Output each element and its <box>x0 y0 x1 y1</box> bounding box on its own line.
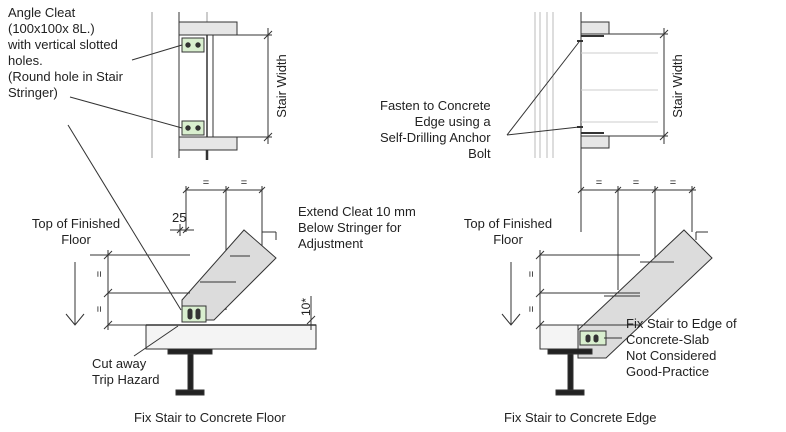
note-line: Fix Stair to Edge of <box>626 316 737 331</box>
angle-cleat-note: Angle Cleat (100x100x 8L.) with vertical… <box>8 5 123 101</box>
left-dim-10-star: 10* <box>299 298 313 316</box>
left-dim-eq-top-2: = <box>241 177 247 189</box>
right-stair-width-label: Stair Width <box>670 54 685 118</box>
note-line: Cut away <box>92 356 147 371</box>
concrete-slab-right <box>539 324 579 350</box>
note-line: Floor <box>493 232 523 247</box>
note-line: Top of Finished <box>31 216 121 231</box>
top-finished-floor-label-left: Top of Finished Floor <box>24 216 128 248</box>
left-dim-25: 25 <box>172 210 186 225</box>
extend-cleat-note: Extend Cleat 10 mm Below Stringer for Ad… <box>298 204 416 252</box>
note-line: Edge using a <box>414 114 491 129</box>
left-dim-eq-side-2: = <box>94 306 106 312</box>
left-stair-width-label: Stair Width <box>274 54 289 118</box>
angle-cleat-leaders <box>67 44 183 311</box>
note-line: Stringer) <box>8 85 58 100</box>
left-dim-eq-side-1: = <box>94 271 106 277</box>
note-line: Trip Hazard <box>92 372 160 387</box>
dimension-labels: = = 25 = = 10* Stair Width = = = = = Sta… <box>94 54 685 316</box>
note-line: Fasten to Concrete <box>380 98 491 113</box>
right-dim-eq-top-2: = <box>633 177 639 189</box>
note-line: (Round hole in Stair <box>8 69 123 84</box>
right-plan-view <box>506 12 669 190</box>
cut-away-note: Cut away Trip Hazard <box>92 356 159 388</box>
note-line: Self-Drilling Anchor <box>380 130 491 145</box>
note-line: with vertical slotted <box>8 37 118 52</box>
note-line: Angle Cleat <box>8 5 76 20</box>
right-dim-eq-top-3: = <box>670 177 676 189</box>
caption-right: Fix Stair to Concrete Edge <box>504 410 657 425</box>
top-finished-floor-label-right: Top of Finished Floor <box>456 216 560 248</box>
note-line: Below Stringer for <box>298 220 402 235</box>
note-line: Adjustment <box>298 236 364 251</box>
note-line: Not Considered <box>626 348 717 363</box>
angle-cleat-section-left <box>181 305 207 323</box>
right-dim-eq-side-2: = <box>526 306 538 312</box>
note-line: holes. <box>8 53 43 68</box>
fix-edge-note: Fix Stair to Edge of Concrete-Slab Not C… <box>626 316 737 380</box>
left-section-view <box>65 186 317 396</box>
right-dim-eq-top-1: = <box>596 177 602 189</box>
caption-left: Fix Stair to Concrete Floor <box>134 410 286 425</box>
note-line: Concrete-Slab <box>626 332 710 347</box>
fasten-note: Fasten to Concrete Edge using a Self-Dri… <box>380 98 491 162</box>
note-line: Top of Finished <box>463 216 553 231</box>
right-section-view <box>501 186 713 396</box>
note-line: Floor <box>61 232 91 247</box>
note-line: Bolt <box>468 146 491 161</box>
top-slab-plan <box>178 21 238 36</box>
concrete-slab-left <box>145 324 317 350</box>
left-dim-eq-top-1: = <box>203 177 209 189</box>
right-dim-eq-side-1: = <box>526 271 538 277</box>
bottom-slab-plan <box>178 136 238 151</box>
note-line: Good-Practice <box>626 364 710 379</box>
left-plan-view <box>151 12 273 160</box>
note-line: (100x100x 8L.) <box>8 21 95 36</box>
note-line: Extend Cleat 10 mm <box>298 204 416 219</box>
angle-cleat-section-right <box>579 330 607 346</box>
